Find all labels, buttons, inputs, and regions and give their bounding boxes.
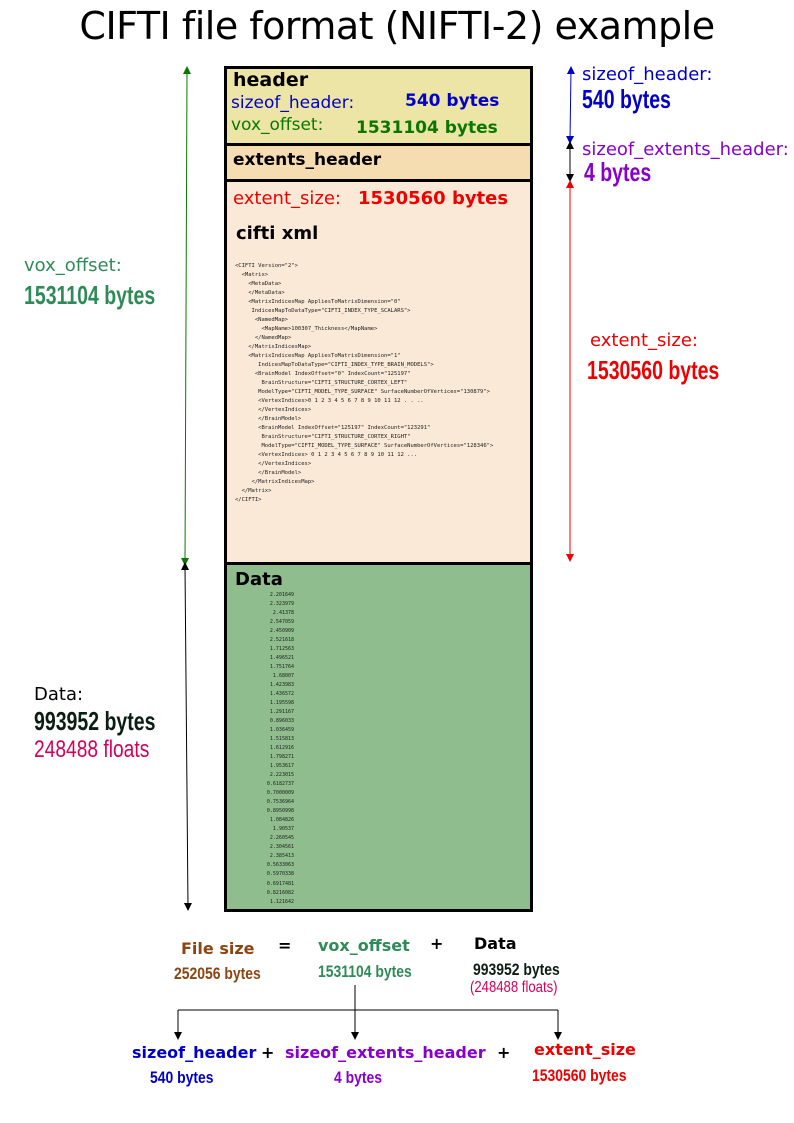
eq-data-floats: (248488 floats)	[470, 979, 558, 996]
right-sizeof-header-value: 540 bytes	[582, 84, 671, 114]
right-sizeof-extents-label: sizeof_extents_header:	[582, 139, 789, 160]
extents-header-title: extents_header	[233, 150, 382, 170]
header-sizeof-value: 540 bytes	[405, 91, 500, 111]
data-size-arrow	[181, 562, 192, 911]
right-extent-size-label: extent_size:	[590, 330, 698, 351]
xml-extent-size-value: 1530560 bytes	[358, 188, 509, 209]
right-sizeof-extents-value: 4 bytes	[584, 157, 652, 187]
right-sizeof-header-label: sizeof_header:	[582, 64, 713, 85]
bd-extent-size-value: 1530560 bytes	[532, 1066, 627, 1085]
eq-data-label: Data	[474, 934, 517, 953]
bd-sizeof-extents-label: sizeof_extents_header	[285, 1043, 486, 1062]
bd-sizeof-extents-value: 4 bytes	[334, 1068, 383, 1087]
eq-file-size-value: 252056 bytes	[174, 964, 261, 983]
header-sizeof-label: sizeof_header:	[231, 93, 355, 113]
data-block: Data 2.201649 2.323979 2.41378 2.547059 …	[224, 562, 533, 912]
left-data-bytes: 993952 bytes	[34, 706, 156, 736]
eq-vox-offset-value: 1531104 bytes	[318, 962, 412, 981]
eq-file-size-label: File size	[181, 939, 255, 958]
header-vox-offset-label: vox_offset:	[231, 115, 324, 135]
left-vox-offset-value: 1531104 bytes	[24, 280, 156, 310]
left-vox-offset-label: vox_offset:	[24, 255, 122, 276]
vox-offset-arrow	[181, 66, 191, 566]
header-block: header sizeof_header: 540 bytes vox_offs…	[224, 66, 533, 146]
left-data-floats: 248488 floats	[34, 736, 150, 763]
right-extent-size-value: 1530560 bytes	[587, 355, 720, 385]
bd-extent-size-label: extent_size	[534, 1040, 636, 1059]
eq-data-value: 993952 bytes	[473, 960, 560, 979]
eq-plus-1: +	[430, 934, 444, 953]
cifti-xml-block: extent_size: 1530560 bytes cifti xml <CI…	[224, 179, 533, 566]
cifti-xml-text: <CIFTI Version="2"> <Matrix> <MetaData> …	[235, 263, 494, 503]
header-block-title: header	[233, 69, 309, 91]
xml-extent-size-label: extent_size:	[233, 188, 341, 209]
bd-plus-2: +	[497, 1043, 511, 1062]
data-values-list: 2.201649 2.323979 2.41378 2.547059 2.450…	[266, 592, 294, 905]
bd-sizeof-header-value: 540 bytes	[150, 1068, 214, 1087]
eq-equals: =	[278, 936, 292, 955]
sizeof-header-arrow	[566, 66, 575, 144]
data-block-title: Data	[235, 569, 283, 590]
cifti-xml-title: cifti xml	[236, 223, 319, 244]
eq-vox-offset-label: vox_offset	[318, 936, 410, 955]
bd-plus-1: +	[261, 1043, 275, 1062]
bd-sizeof-header-label: sizeof_header	[132, 1043, 257, 1062]
left-data-label: Data:	[34, 684, 84, 705]
header-vox-offset-value: 1531104 bytes	[356, 118, 498, 138]
extents-header-block: extents_header	[224, 143, 533, 182]
page-title: CIFTI file format (NIFTI-2) example	[79, 4, 715, 48]
